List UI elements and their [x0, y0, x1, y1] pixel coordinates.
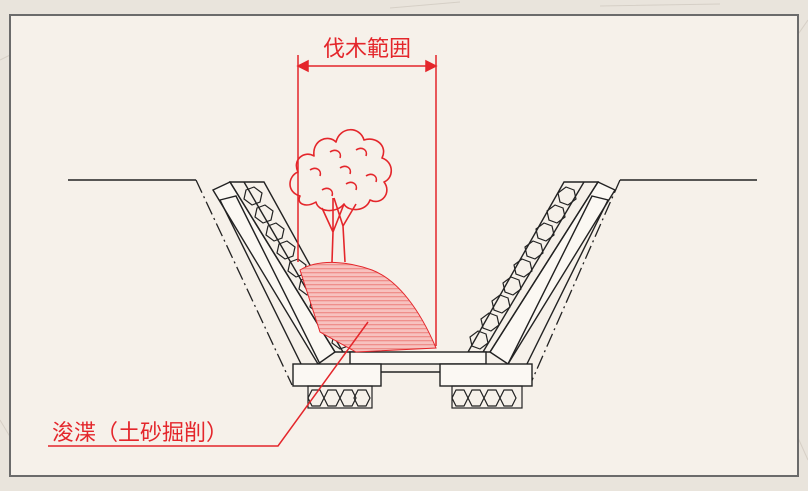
felling-range-dimension: [296, 55, 438, 346]
dredging-label: 浚渫（土砂掘削）: [52, 421, 228, 446]
right-foundation: [451, 385, 523, 409]
excavation-outline: [195, 179, 621, 386]
dredging-leader-line: [48, 321, 369, 447]
felling-range-label: 伐木範囲: [323, 37, 411, 62]
sediment-deposit: [299, 261, 437, 353]
diagram-panel: [9, 14, 799, 477]
tree-icon: [289, 128, 393, 263]
left-foundation: [307, 385, 373, 409]
channel-bed: [292, 351, 533, 387]
right-block-pattern: [469, 186, 577, 350]
